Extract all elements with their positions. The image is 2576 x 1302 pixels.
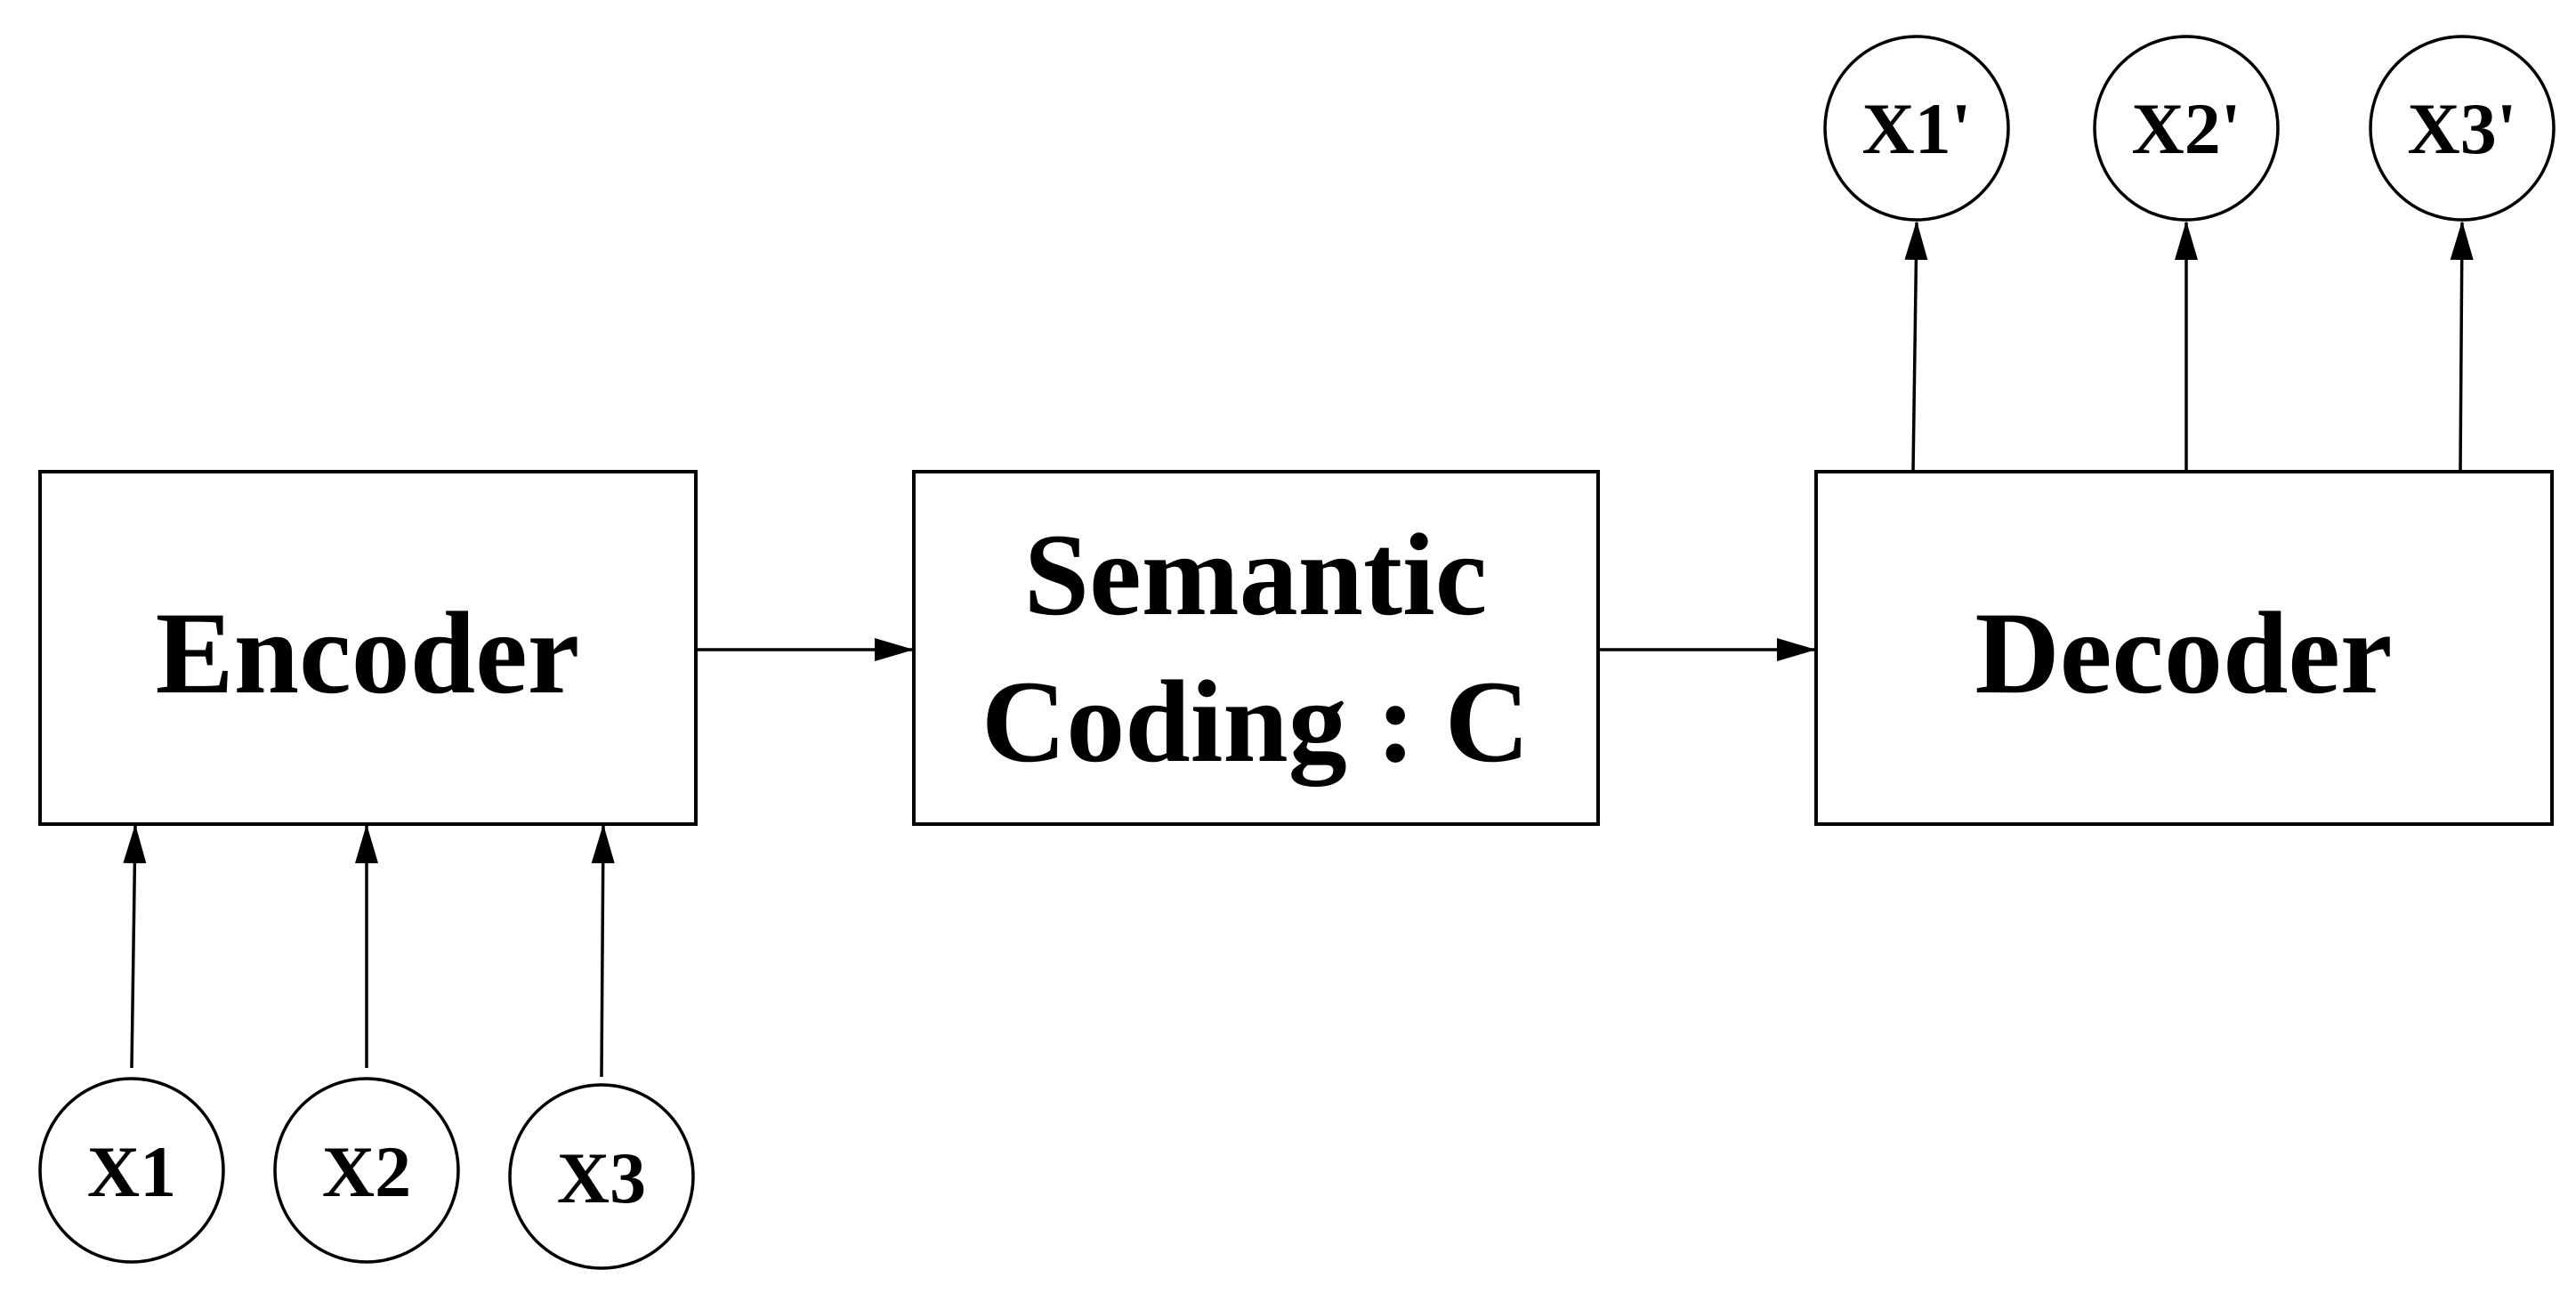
output-node-label: X1' — [1862, 88, 1972, 169]
input-node-x2: X2 — [273, 1077, 460, 1264]
input-node-x3: X3 — [508, 1083, 695, 1270]
decoder-to-x1prime-arrow — [1904, 221, 1928, 473]
output-node-x1prime: X1' — [1823, 35, 2010, 222]
output-node-label: X3' — [2408, 88, 2517, 169]
decoder-box: Decoder — [1814, 470, 2554, 826]
x1-to-encoder-arrow — [123, 824, 147, 1069]
output-node-x3prime: X3' — [2369, 35, 2556, 222]
input-node-label: X2 — [322, 1131, 411, 1212]
input-node-label: X3 — [557, 1137, 646, 1218]
semantic-coding-box: Semantic Coding : C — [912, 470, 1600, 826]
output-node-label: X2' — [2132, 88, 2241, 169]
encoder-label: Encoder — [156, 587, 580, 718]
decoder-to-x3prime-arrow — [2450, 221, 2474, 473]
decoder-label: Decoder — [1974, 587, 2392, 718]
x3-to-encoder-arrow — [591, 824, 615, 1078]
input-node-x1: X1 — [38, 1077, 225, 1264]
semantic-coding-label-line2: Coding : C — [981, 656, 1530, 787]
encoder-box: Encoder — [38, 470, 698, 826]
input-node-label: X1 — [87, 1131, 176, 1212]
output-node-x2prime: X2' — [2093, 35, 2280, 222]
semantic-coding-label-line1: Semantic — [1024, 509, 1488, 640]
